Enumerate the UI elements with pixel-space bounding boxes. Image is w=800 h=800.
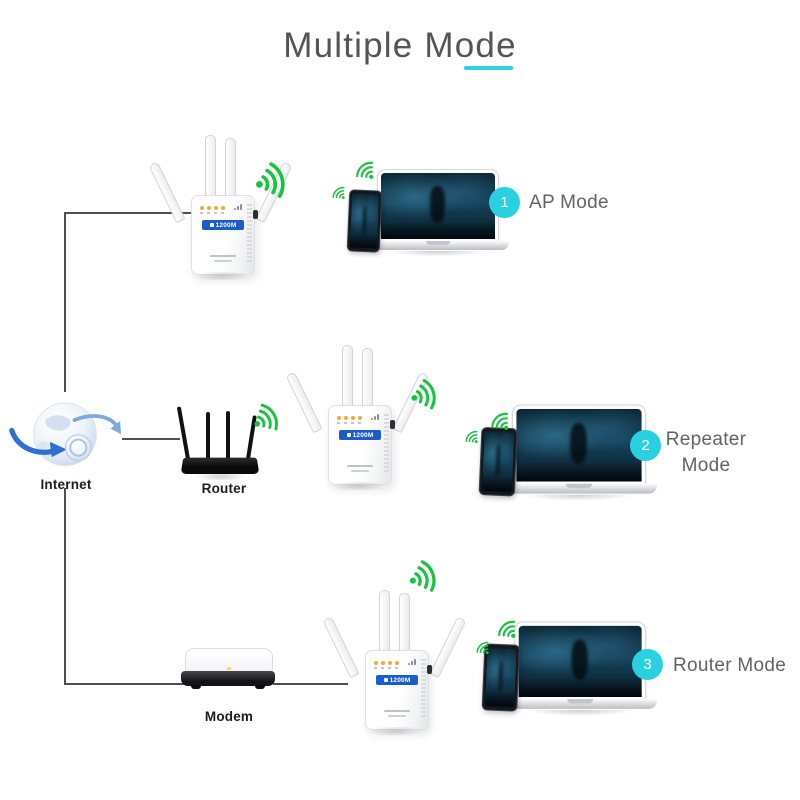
repeater-vent — [384, 414, 389, 472]
repeater-text-line — [347, 464, 373, 467]
repeater-model-badge: 1200M — [339, 430, 381, 440]
modem-front — [181, 671, 275, 689]
wifi-repeater-device-1: 1200M — [148, 135, 293, 280]
router-antenna — [206, 412, 210, 459]
repeater-antenna — [322, 616, 360, 679]
connection-line-to-modem — [64, 683, 184, 685]
laptop-base — [367, 241, 509, 258]
brand-logo-icon — [346, 433, 351, 437]
wps-button — [253, 210, 258, 219]
repeater-model-badge: 1200M — [376, 675, 418, 685]
laptop — [500, 404, 658, 503]
repeater-text-line — [351, 470, 369, 472]
repeater-shadow — [326, 482, 392, 490]
repeater-text-line — [388, 715, 406, 717]
wps-button — [390, 420, 395, 429]
modem-led — [227, 667, 231, 670]
laptop-screen — [377, 169, 499, 243]
wifi-icon — [406, 377, 439, 414]
repeater-led-marks — [200, 212, 224, 214]
mode-label-ap: AP Mode — [529, 192, 609, 213]
video-scene — [518, 625, 642, 697]
repeater-body: 1200M — [328, 405, 395, 485]
mode-label-router: Router Mode — [673, 655, 787, 676]
video-scene — [381, 173, 495, 239]
internet-globe — [8, 392, 122, 488]
title-underline — [464, 66, 513, 70]
repeater-model-text: 1200M — [215, 221, 237, 229]
repeater-vent — [247, 204, 252, 262]
laptop-base — [500, 483, 658, 503]
phone-screen — [349, 193, 380, 249]
mode-badge-2: 2 — [630, 430, 661, 461]
laptop-screen — [511, 404, 647, 486]
repeater-led-row — [374, 659, 416, 665]
repeater-led-marks — [337, 422, 361, 424]
mode-label-repeater: Repeater Mode — [665, 429, 747, 476]
router-shadow — [186, 473, 256, 480]
wifi-repeater-device-2: 1200M — [285, 345, 430, 490]
repeater-model-text: 1200M — [352, 431, 374, 439]
page-title: Multiple Mode — [0, 26, 800, 66]
repeater-led-marks — [374, 667, 398, 669]
video-scene — [516, 408, 642, 482]
globe-graphic — [9, 402, 122, 467]
phone-screen — [482, 431, 515, 493]
mode-badge-3: 3 — [632, 649, 663, 680]
signal-bars-icon — [234, 204, 242, 210]
client-devices-2 — [478, 399, 667, 513]
repeater-body: 1200M — [365, 650, 432, 730]
brand-logo-icon — [383, 678, 388, 682]
repeater-led-row — [200, 204, 242, 210]
repeater-antenna — [429, 616, 467, 679]
connection-line-internet-router — [112, 438, 180, 440]
modem-label: Modem — [204, 709, 254, 724]
connection-line-modem-repeater3 — [273, 683, 348, 685]
modem-device — [181, 648, 277, 700]
repeater-vent — [421, 659, 426, 717]
repeater-text-line — [384, 709, 410, 712]
router-antenna — [176, 406, 190, 460]
laptop-screen — [514, 621, 647, 702]
mode-badge-1: 1 — [489, 187, 520, 218]
router-device — [176, 402, 260, 480]
repeater-text-line — [210, 254, 236, 257]
page-title-text: Multiple Mode — [283, 26, 517, 65]
laptop-base — [503, 699, 657, 718]
phone-screen — [484, 647, 517, 708]
connection-line-to-repeater1 — [64, 212, 191, 214]
wps-button — [427, 665, 432, 674]
repeater-model-text: 1200M — [389, 676, 411, 684]
router-label: Router — [201, 481, 247, 496]
brand-logo-icon — [209, 223, 214, 227]
repeater-shadow — [189, 272, 255, 280]
laptop — [503, 621, 657, 718]
smartphone — [346, 189, 383, 253]
signal-bars-icon — [371, 414, 379, 420]
repeater-text-line — [214, 260, 232, 262]
laptop — [367, 169, 509, 258]
internet-label: Internet — [40, 477, 92, 492]
signal-bars-icon — [408, 659, 416, 665]
router-body — [180, 457, 260, 474]
repeater-led-row — [337, 414, 379, 420]
router-antenna — [226, 411, 230, 459]
repeater-shadow — [363, 727, 429, 735]
wifi-repeater-device-3: 1200M — [322, 590, 467, 735]
repeater-body: 1200M — [191, 195, 258, 275]
client-devices-1 — [346, 164, 518, 268]
client-devices-3 — [481, 616, 667, 728]
repeater-antenna — [285, 371, 323, 434]
repeater-model-badge: 1200M — [202, 220, 244, 230]
